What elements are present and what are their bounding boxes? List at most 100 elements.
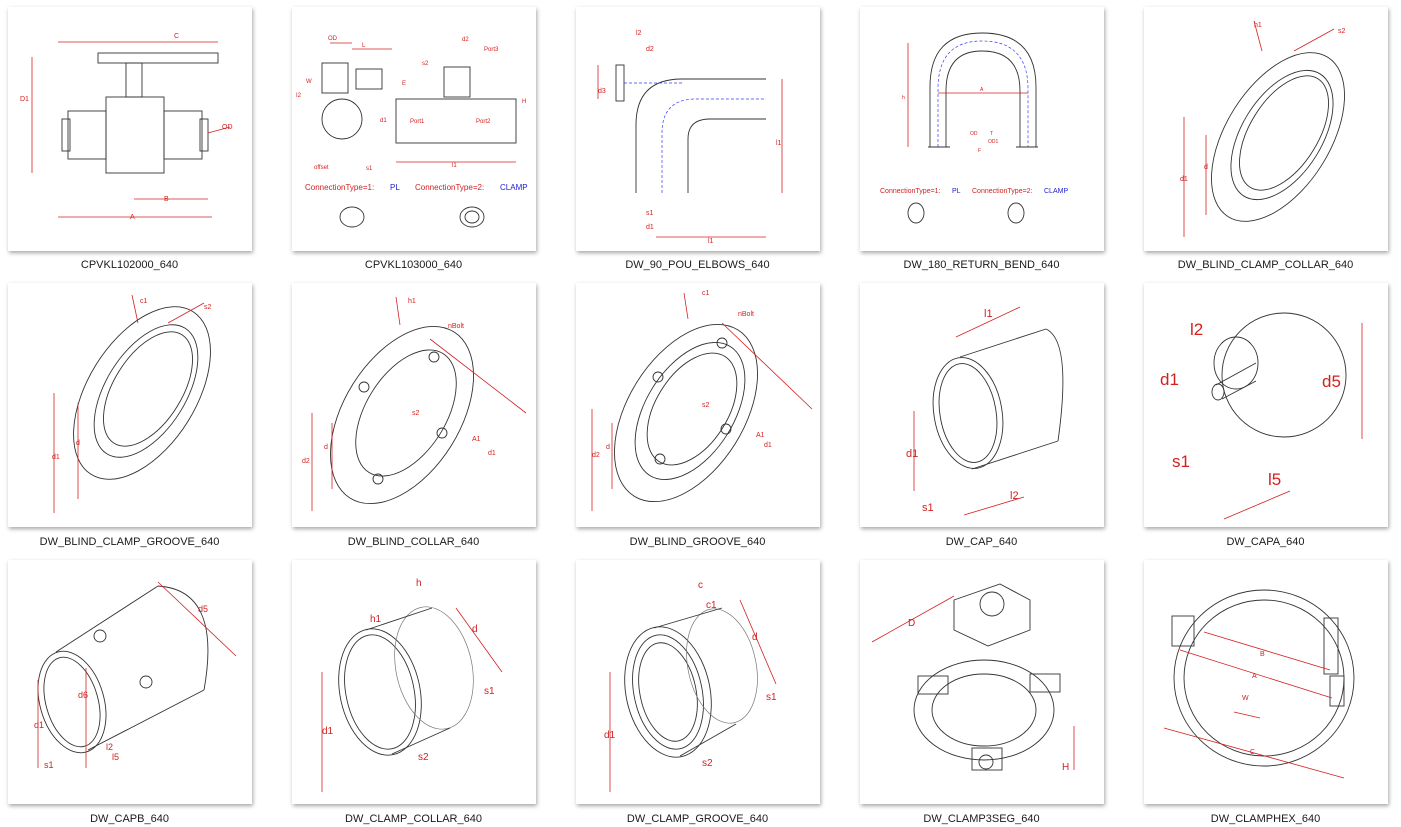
thumbnail-dw-clamp-groove[interactable]: c c1 d s1 d1 s2: [576, 560, 820, 804]
svg-text:d: d: [606, 444, 610, 451]
svg-text:s2: s2: [422, 61, 429, 67]
svg-text:d1: d1: [646, 224, 654, 231]
thumbnail-label: DW_180_RETURN_BEND_640: [903, 259, 1060, 271]
svg-text:d2: d2: [646, 46, 654, 53]
svg-text:l1: l1: [776, 140, 782, 147]
svg-text:d: d: [324, 444, 328, 451]
svg-text:d1: d1: [1160, 370, 1179, 389]
thumbnail-label: DW_BLIND_GROOVE_640: [629, 536, 766, 548]
svg-text:s2: s2: [702, 402, 710, 409]
thumbnail-dw-90-pou-elbows[interactable]: l2 d2 d3 l1 s1 d1 l1: [576, 7, 820, 251]
thumbnail-cpvkl102000[interactable]: C D1 OD B A: [8, 7, 252, 251]
thumbnail-dw-capa[interactable]: l2 d1 d5 s1 l5: [1144, 283, 1388, 527]
svg-text:I2: I2: [296, 93, 302, 99]
thumbnail-dw-blind-collar[interactable]: h1 nBolt s2 A1 d d2 d1: [292, 283, 536, 527]
svg-text:l1: l1: [708, 238, 714, 245]
svg-text:l5: l5: [112, 752, 119, 762]
clamp-collar-drawing: h1 s2 d d1: [1180, 20, 1346, 237]
svg-text:d5: d5: [198, 604, 208, 614]
svg-text:CLAMP: CLAMP: [1044, 188, 1068, 195]
svg-text:s1: s1: [1172, 452, 1190, 471]
thumbnail-label: DW_CLAMP3SEG_640: [923, 813, 1040, 825]
clamp-groove-tube-drawing: c c1 d s1 d1 s2: [604, 580, 777, 792]
svg-text:l5: l5: [1268, 470, 1281, 489]
thumbnail-label: DW_BLIND_CLAMP_COLLAR_640: [1177, 259, 1354, 271]
thumbnail-label: DW_CLAMP_COLLAR_640: [345, 813, 482, 825]
return-bend-drawing: h A OD F T OD1 ConnectionType=1: PL Conn…: [880, 32, 1068, 224]
thumbnail-label: CPVKL102000_640: [80, 259, 179, 271]
svg-text:Port1: Port1: [410, 119, 425, 125]
capb-drawing: d5 d6 d1 s1 l2 l5: [34, 581, 237, 770]
svg-text:d: d: [752, 632, 758, 643]
svg-text:d: d: [76, 440, 80, 447]
svg-text:d2: d2: [462, 37, 469, 43]
svg-text:s1: s1: [366, 166, 373, 172]
svg-text:s2: s2: [412, 410, 420, 417]
svg-text:s2: s2: [204, 304, 212, 311]
svg-text:c1: c1: [140, 298, 148, 305]
thumbnail-cpvkl103000[interactable]: OD L W I2 d1 E d2 Port3 s2 H Port1 Port2…: [292, 7, 536, 251]
svg-text:h: h: [416, 578, 422, 589]
svg-text:d1: d1: [488, 450, 496, 457]
svg-text:nBolt: nBolt: [738, 311, 754, 318]
svg-text:A1: A1: [472, 436, 481, 443]
svg-text:B: B: [164, 196, 169, 203]
thumbnail-label: DW_BLIND_CLAMP_GROOVE_640: [39, 536, 220, 548]
thumbnail-label: DW_CLAMP_GROOVE_640: [626, 813, 769, 825]
svg-text:Port2: Port2: [476, 119, 491, 125]
svg-text:d: d: [1204, 164, 1208, 171]
svg-text:l2: l2: [1010, 490, 1019, 502]
svg-text:PL: PL: [390, 183, 400, 192]
svg-text:d1: d1: [764, 442, 772, 449]
thumbnail-label: DW_CAP_640: [945, 536, 1018, 548]
svg-text:H: H: [1062, 762, 1069, 773]
svg-text:l1: l1: [452, 163, 457, 169]
svg-text:D: D: [908, 618, 915, 629]
svg-text:H: H: [522, 99, 526, 105]
svg-text:d1: d1: [52, 454, 60, 461]
svg-text:d2: d2: [592, 452, 600, 459]
thumbnail-dw-cap[interactable]: l1 d1 s1 l2: [860, 283, 1104, 527]
thumbnail-dw-blind-groove[interactable]: c1 nBolt s2 A1 d d2 d1: [576, 283, 820, 527]
thumbnail-dw-blind-clamp-collar[interactable]: h1 s2 d d1: [1144, 7, 1388, 251]
clamp3seg-drawing: D H: [871, 583, 1075, 773]
svg-text:d1: d1: [322, 726, 334, 737]
svg-text:d1: d1: [604, 730, 616, 741]
thumbnail-dw-blind-clamp-groove[interactable]: c1 s2 d d1: [8, 283, 252, 527]
clamp-groove-drawing: c1 s2 d d1: [52, 294, 212, 513]
thumbnail-dw-180-return-bend[interactable]: h A OD F T OD1 ConnectionType=1: PL Conn…: [860, 7, 1104, 251]
valve-drawing: C D1 OD B A: [20, 33, 233, 221]
thumbnail-dw-clamp3seg[interactable]: D H: [860, 560, 1104, 804]
manifold-drawing: OD L W I2 d1 E d2 Port3 s2 H Port1 Port2…: [296, 36, 528, 228]
svg-text:F: F: [978, 148, 981, 154]
svg-text:E: E: [402, 81, 406, 87]
svg-text:c: c: [698, 580, 703, 591]
svg-text:ConnectionType=1:: ConnectionType=1:: [880, 188, 941, 195]
svg-text:d1: d1: [1180, 176, 1188, 183]
svg-text:l2: l2: [636, 30, 642, 37]
svg-text:h: h: [902, 95, 905, 101]
thumbnail-dw-clamphex[interactable]: B A W C: [1144, 560, 1388, 804]
svg-text:C: C: [174, 33, 179, 40]
svg-text:ConnectionType=1:: ConnectionType=1:: [305, 183, 374, 192]
svg-text:d5: d5: [1322, 372, 1341, 391]
svg-text:d1: d1: [34, 720, 44, 730]
svg-text:nBolt: nBolt: [448, 323, 464, 330]
svg-text:PL: PL: [952, 188, 961, 195]
svg-text:offset: offset: [314, 165, 329, 171]
svg-text:d: d: [472, 624, 478, 635]
svg-text:A: A: [980, 87, 984, 93]
thumbnail-dw-capb[interactable]: d5 d6 d1 s1 l2 l5: [8, 560, 252, 804]
svg-text:s1: s1: [646, 210, 654, 217]
capa-drawing: l2 d1 d5 s1 l5: [1160, 312, 1363, 520]
svg-text:D1: D1: [20, 96, 29, 103]
svg-text:d3: d3: [598, 88, 606, 95]
thumbnail-label: CPVKL103000_640: [364, 259, 463, 271]
svg-text:A1: A1: [756, 432, 765, 439]
thumbnail-label: DW_BLIND_COLLAR_640: [347, 536, 480, 548]
thumbnail-label: DW_CLAMPHEX_640: [1210, 813, 1321, 825]
clamp-collar-tube-drawing: h h1 d s1 d1 s2: [321, 578, 503, 792]
svg-text:CLAMP: CLAMP: [500, 183, 528, 192]
thumbnail-dw-clamp-collar[interactable]: h h1 d s1 d1 s2: [292, 560, 536, 804]
svg-text:s2: s2: [418, 752, 429, 763]
